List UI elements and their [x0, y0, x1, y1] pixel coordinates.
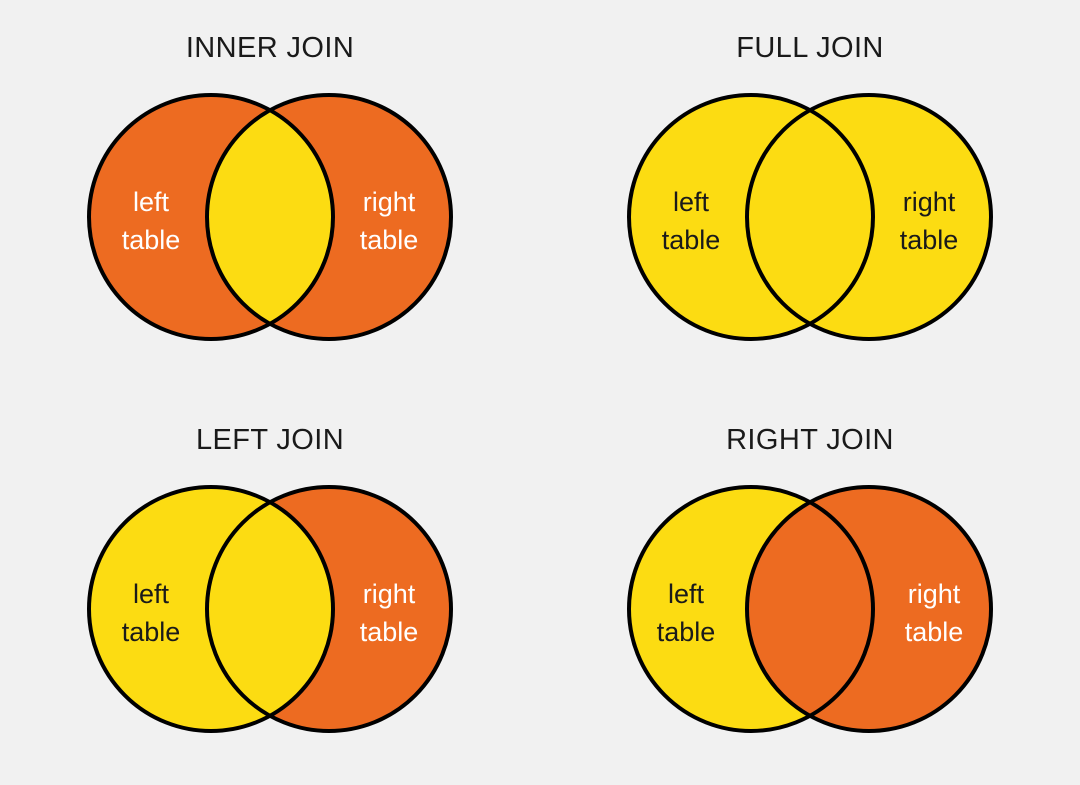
intersection-region [207, 487, 333, 731]
right-table-label-line1: right [363, 187, 416, 217]
left-circle-outline [87, 485, 335, 733]
left-table-label-line1: left [133, 187, 170, 217]
right-circle-outline [745, 93, 993, 341]
diagram-panel-full-join: FULL JOIN left table right table [540, 0, 1080, 392]
left-table-label-line2: table [662, 225, 721, 255]
left-circle-outline [627, 93, 875, 341]
venn-svg-inner-join: left table right table [87, 93, 453, 341]
intersection-region [747, 95, 873, 339]
right-circle-outline [205, 485, 453, 733]
left-table-label-line1: left [133, 579, 170, 609]
right-table-label-line1: right [903, 187, 956, 217]
right-table-label-line2: table [360, 225, 419, 255]
intersection-region [207, 95, 333, 339]
right-table-label-line1: right [363, 579, 416, 609]
right-circle-outline [205, 93, 453, 341]
left-circle-outline [87, 93, 335, 341]
panel-title-right-join: RIGHT JOIN [726, 424, 894, 456]
venn-svg-right-join: left table right table [627, 485, 993, 733]
diagram-panel-left-join: LEFT JOIN left table right table [0, 392, 540, 784]
right-table-label-line2: table [360, 617, 419, 647]
left-table-label-line1: left [668, 579, 705, 609]
venn-diagram-full-join: left table right table [558, 72, 1062, 362]
right-table-label-line2: table [905, 617, 964, 647]
right-table-label-line1: right [908, 579, 961, 609]
left-circle-outline [627, 485, 875, 733]
panel-title-inner-join: INNER JOIN [185, 32, 355, 64]
venn-svg-full-join: left table right table [627, 93, 993, 341]
right-table-label-line2: table [900, 225, 959, 255]
venn-diagram-left-join: left table right table [18, 464, 522, 754]
diagram-panel-inner-join: INNER JOIN left table right table [0, 0, 540, 392]
venn-diagram-inner-join: left table right table [18, 72, 522, 362]
left-table-label-line2: table [122, 225, 181, 255]
left-table-label-line1: left [673, 187, 710, 217]
left-table-label-line2: table [657, 617, 716, 647]
panel-title-full-join: FULL JOIN [736, 32, 884, 64]
left-table-label-line2: table [122, 617, 181, 647]
venn-svg-left-join: left table right table [87, 485, 453, 733]
intersection-region [747, 487, 873, 731]
venn-diagram-right-join: left table right table [558, 464, 1062, 754]
panel-title-left-join: LEFT JOIN [195, 424, 345, 456]
right-circle-outline [745, 485, 993, 733]
diagram-panel-right-join: RIGHT JOIN left table right table [540, 392, 1080, 784]
